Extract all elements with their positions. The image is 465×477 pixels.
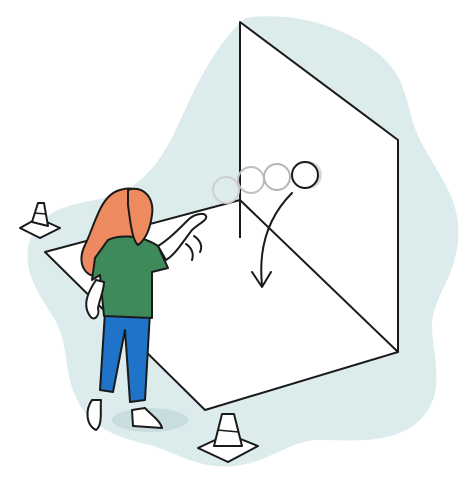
illustration-canvas xyxy=(0,0,465,477)
